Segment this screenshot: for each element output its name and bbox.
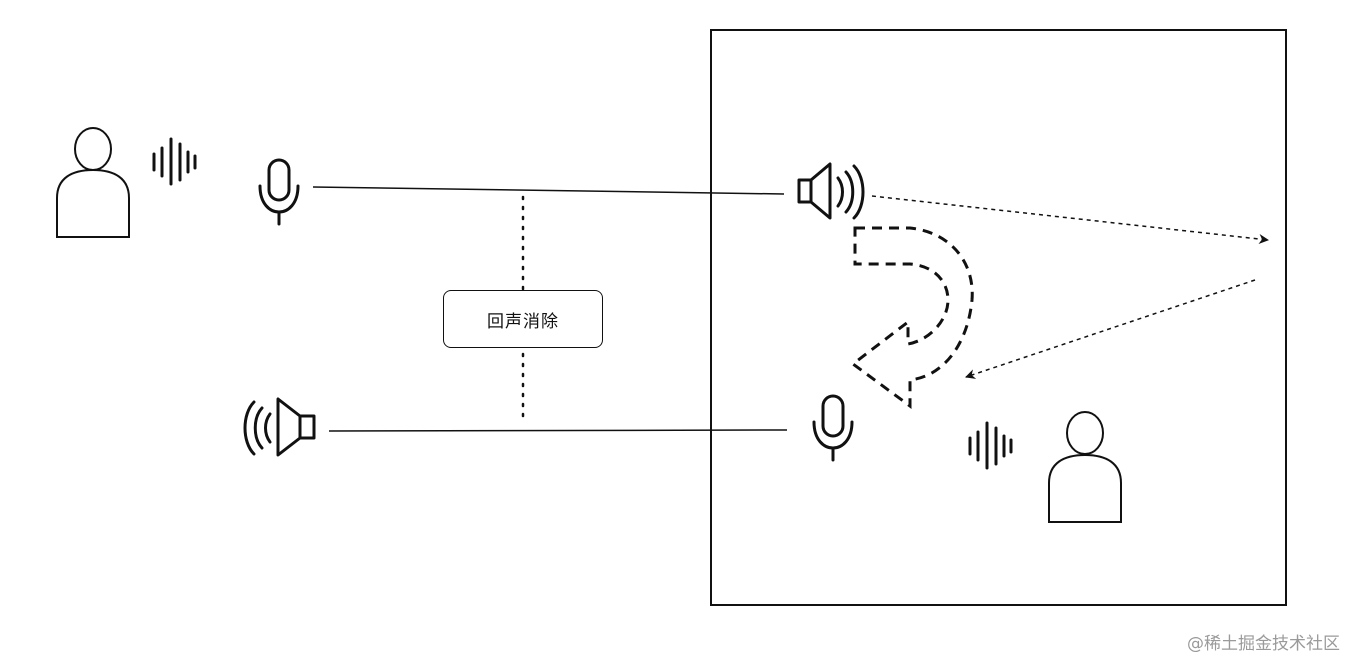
speaker-room-icon: [797, 162, 865, 220]
person-left-icon: [56, 127, 130, 238]
watermark: @稀土掘金技术社区: [1187, 634, 1340, 654]
echo-cancellation-label: 回声消除: [487, 311, 559, 332]
echo-cancellation-box: 回声消除: [443, 290, 603, 348]
reflection-arrow-back: [965, 279, 1256, 379]
signal-line-top: [312, 186, 785, 195]
room-box: [710, 29, 1287, 606]
person-right-icon: [1048, 411, 1122, 523]
reflection-arrow-out: [871, 195, 1269, 244]
sound-wave-left-icon: [152, 137, 197, 186]
microphone-room-icon: [812, 394, 854, 462]
echo-curved-arrow: [850, 226, 974, 409]
speaker-left-icon: [243, 397, 316, 457]
signal-line-bottom: [328, 429, 788, 432]
microphone-left-icon: [258, 158, 300, 226]
sound-wave-right-icon: [968, 421, 1013, 470]
